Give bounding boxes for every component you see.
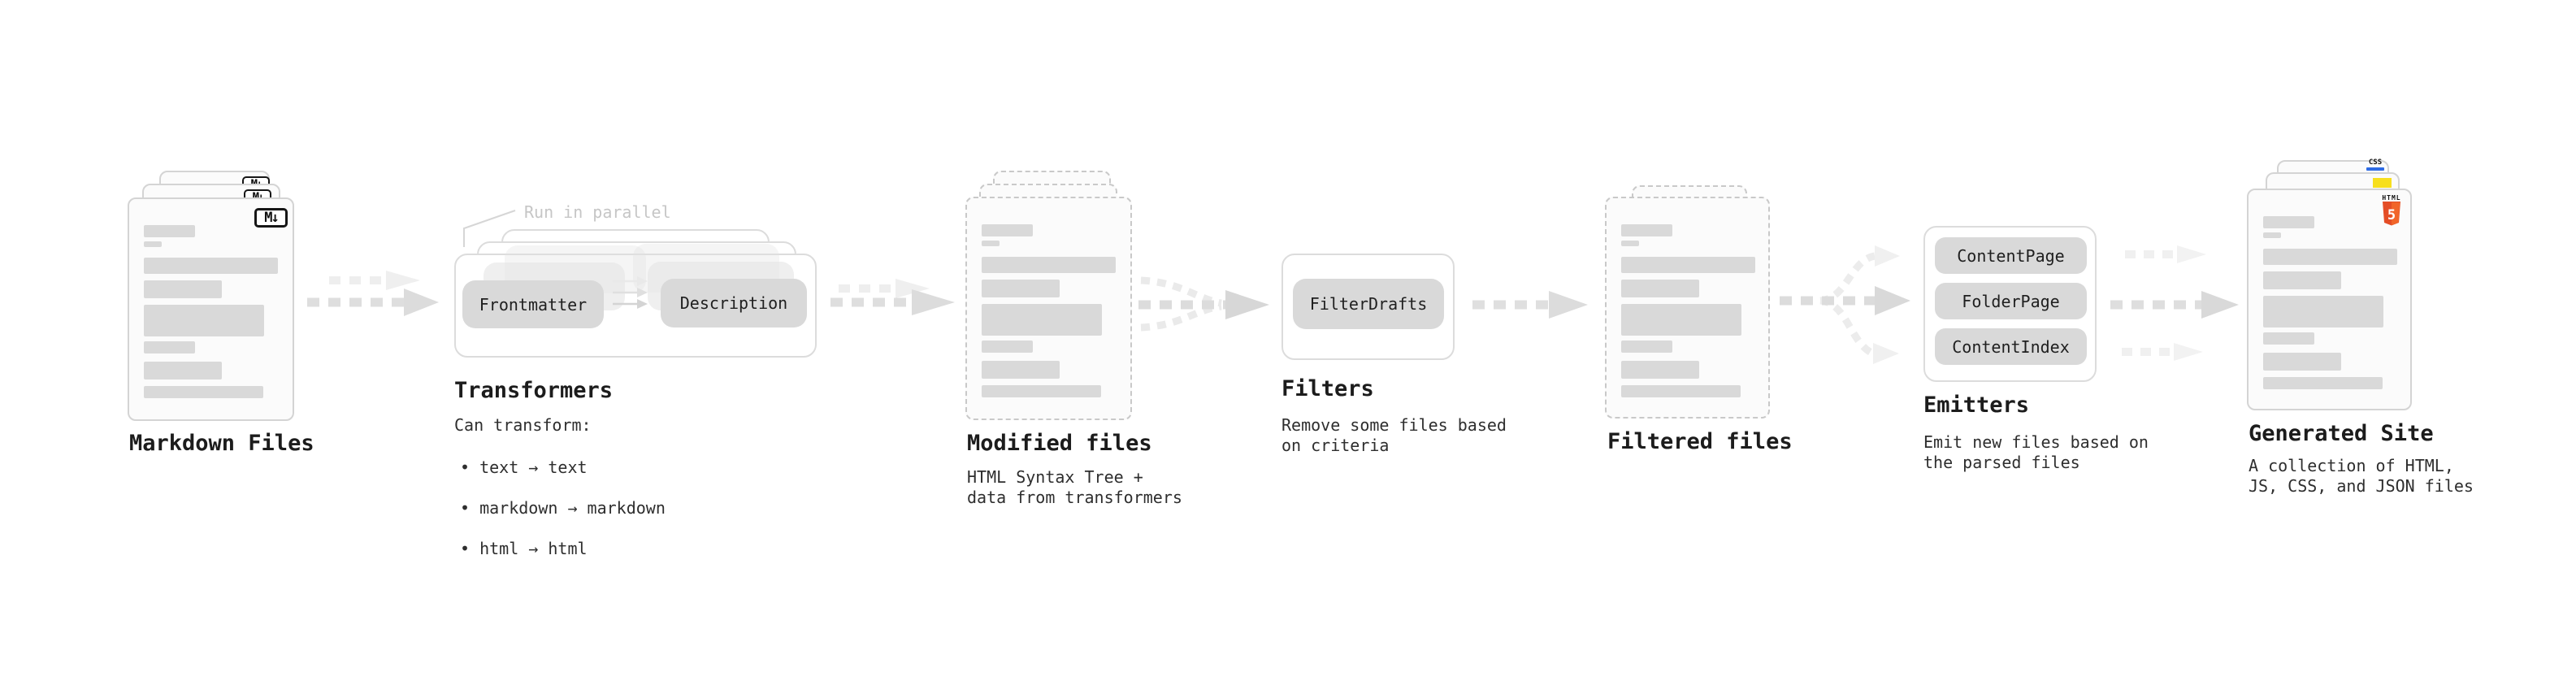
placeholder-bar: [2263, 353, 2341, 371]
html5-shield: 5: [2383, 202, 2400, 226]
transformers-description: Can transform:: [454, 415, 592, 435]
bullet-item: • markdown → markdown: [460, 498, 666, 518]
modified-files-label: Modified files: [967, 431, 1152, 456]
placeholder-bar: [144, 241, 162, 247]
arrow-filtered-to-emitters: [1780, 245, 1910, 364]
placeholder-bar: [2263, 249, 2397, 265]
placeholder-bar: [2263, 296, 2383, 327]
generated-site-description: A collection of HTML, JS, CSS, and JSON …: [2249, 456, 2474, 496]
emitters-description: Emit new files based on the parsed files: [1923, 432, 2149, 472]
filterdrafts-chip: FilterDrafts: [1293, 279, 1444, 329]
placeholder-bar: [144, 280, 222, 298]
js-file-badge: [2373, 178, 2392, 188]
placeholder-bar: [144, 225, 195, 237]
generated-card-front: HTML 5: [2247, 189, 2412, 410]
css-badge-label: CSS: [2368, 158, 2383, 167]
description-chip: Description: [661, 279, 807, 327]
placeholder-bar: [2263, 232, 2281, 238]
run-in-parallel-callout-line: [463, 210, 516, 247]
bullet-item: • html → html: [460, 539, 588, 558]
placeholder-bar: [2263, 271, 2341, 289]
placeholder-bar: [2263, 377, 2383, 389]
placeholder-bar: [982, 257, 1116, 273]
filtered-files-label: Filtered files: [1607, 429, 1793, 454]
placeholder-bar: [1621, 280, 1699, 297]
arrow-modified-to-filters: [1138, 276, 1269, 332]
placeholder-bar: [144, 258, 278, 274]
html5-icon-word: HTML: [2382, 194, 2401, 202]
filters-label: Filters: [1281, 376, 1374, 401]
placeholder-bar: [982, 241, 1000, 246]
placeholder-bar: [982, 304, 1102, 336]
contentpage-chip: ContentPage: [1935, 237, 2087, 274]
contentindex-chip: ContentIndex: [1935, 328, 2087, 365]
markdown-icon: M↓: [254, 208, 288, 228]
frontmatter-chip: Frontmatter: [462, 280, 604, 328]
css-file-badge: CSS: [2366, 159, 2384, 171]
emitters-label: Emitters: [1923, 393, 2030, 418]
arrow-transformers-to-modified: [830, 279, 955, 315]
markdown-files-label: Markdown Files: [129, 431, 314, 456]
placeholder-bar: [2263, 332, 2314, 345]
bullet-item: • text → text: [460, 458, 588, 477]
placeholder-bar: [2263, 216, 2314, 228]
placeholder-bar: [1621, 241, 1639, 246]
placeholder-bar: [1621, 224, 1672, 236]
arrow-filters-to-filtered: [1472, 291, 1588, 319]
modified-card-front: [965, 197, 1132, 420]
placeholder-bar: [144, 341, 195, 354]
placeholder-bar: [982, 280, 1060, 297]
placeholder-bar: [1621, 361, 1699, 379]
transformers-label: Transformers: [454, 378, 614, 403]
placeholder-bar: [982, 385, 1101, 397]
modified-files-description: HTML Syntax Tree + data from transformer…: [967, 467, 1182, 507]
placeholder-bar: [982, 224, 1033, 236]
run-in-parallel-label: Run in parallel: [524, 202, 671, 222]
html5-icon: HTML 5: [2381, 194, 2402, 229]
generated-site-label: Generated Site: [2249, 421, 2434, 446]
markdown-card-front: M↓: [128, 197, 294, 421]
placeholder-bar: [982, 340, 1033, 353]
placeholder-bar: [1621, 340, 1672, 353]
transformers-bullet-list: • text → text • markdown → markdown • ht…: [460, 437, 666, 579]
parallel-transform-arrows: [613, 276, 648, 309]
filtered-card-front: [1605, 197, 1770, 419]
placeholder-bar: [982, 361, 1060, 379]
placeholder-bar: [144, 362, 222, 380]
filters-description: Remove some files based on criteria: [1281, 415, 1507, 455]
arrow-emitters-to-generated: [2110, 245, 2239, 361]
placeholder-bar: [1621, 385, 1741, 397]
placeholder-bar: [144, 386, 263, 398]
arrow-markdown-to-transformers: [307, 271, 439, 316]
folderpage-chip: FolderPage: [1935, 283, 2087, 319]
placeholder-bar: [144, 305, 264, 336]
placeholder-bar: [1621, 304, 1741, 336]
placeholder-bar: [1621, 257, 1755, 273]
html5-icon-number: 5: [2387, 207, 2396, 223]
css-badge-underline: [2366, 167, 2384, 171]
